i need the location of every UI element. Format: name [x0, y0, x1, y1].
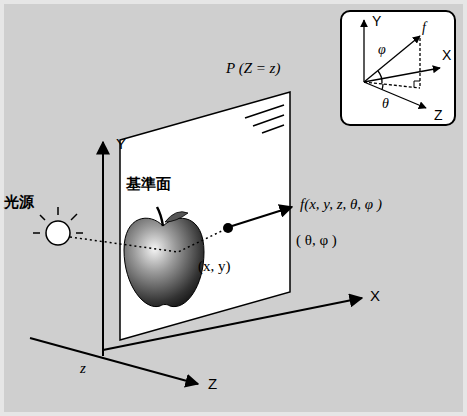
- axis-label: Y: [372, 14, 381, 29]
- angle-inset-box: Yf φ XθZ: [340, 10, 456, 126]
- depth-label: z: [80, 360, 86, 377]
- plenoptic-function: f(x, y, z, θ, φ ): [300, 196, 382, 213]
- light-source-label: 光源: [4, 194, 34, 211]
- axis-label: X: [442, 48, 451, 63]
- background-panel: 光源 基準面 Y P (Z = z) f(x, y, z, θ, φ ) (x, y) ( …: [4, 4, 463, 412]
- vector-label: f: [422, 20, 426, 35]
- plane-equation: P (Z = z): [226, 60, 280, 77]
- axis-label: Z: [208, 376, 217, 393]
- position-label: (x, y): [198, 258, 231, 275]
- angle-label: θ: [382, 96, 389, 111]
- direction-label: ( θ, φ ): [296, 232, 337, 249]
- angle-label: φ: [378, 42, 386, 57]
- plane-label: 基準面: [126, 176, 171, 193]
- axis-label: X: [370, 288, 380, 305]
- axis-label: Y: [116, 136, 126, 153]
- axis-label: Z: [434, 108, 443, 123]
